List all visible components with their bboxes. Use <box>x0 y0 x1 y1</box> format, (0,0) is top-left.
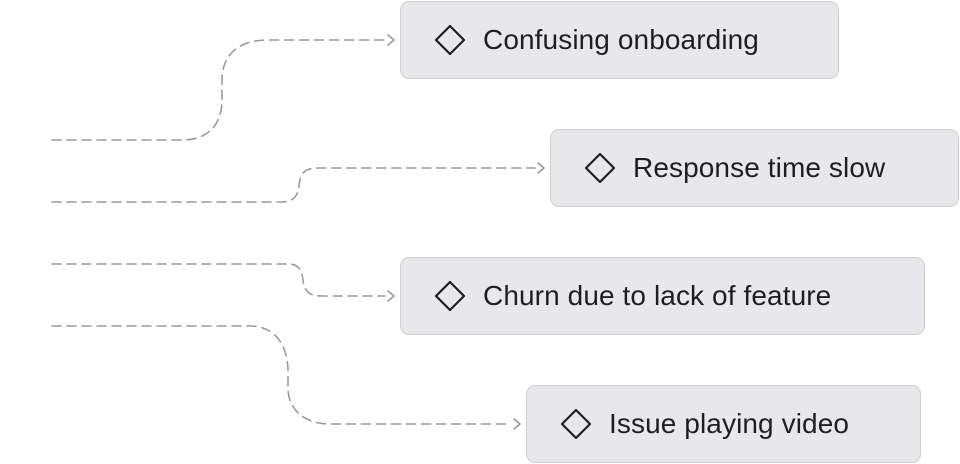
node-confusing-onboarding[interactable]: Confusing onboarding <box>400 1 839 79</box>
diamond-outline-icon <box>559 407 593 441</box>
connector-line-churn <box>51 263 386 297</box>
node-label: Churn due to lack of feature <box>483 280 832 311</box>
connector-line-issue-playing-video <box>51 325 512 425</box>
node-churn-due-to-lack-of-feature[interactable]: Churn due to lack of feature <box>400 257 925 335</box>
diamond-outline-icon <box>433 279 467 313</box>
diamond-outline-icon <box>433 23 467 57</box>
node-label: Response time slow <box>633 152 886 183</box>
node-response-time-slow[interactable]: Response time slow <box>550 129 959 207</box>
arrowhead-icon <box>537 162 545 174</box>
arrowhead-icon <box>387 290 395 302</box>
arrowhead-icon <box>387 34 395 46</box>
connector-line-response-time-slow <box>51 167 536 203</box>
diamond-outline-icon <box>583 151 617 185</box>
node-label: Issue playing video <box>609 408 850 439</box>
connector-line-confusing-onboarding <box>51 39 386 141</box>
arrowhead-icon <box>513 418 521 430</box>
node-issue-playing-video[interactable]: Issue playing video <box>526 385 921 463</box>
node-label: Confusing onboarding <box>483 24 759 55</box>
